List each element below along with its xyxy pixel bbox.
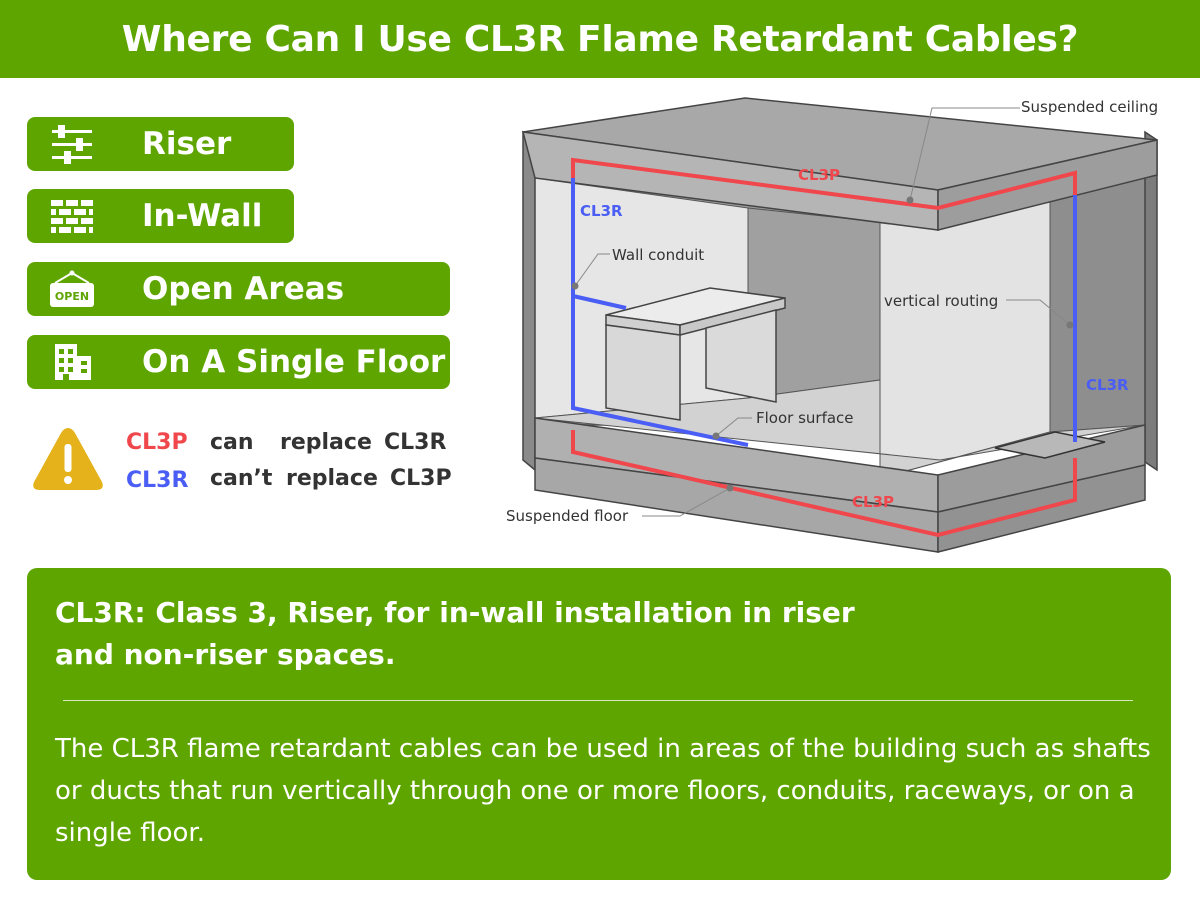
label-suspended-ceiling: Suspended ceiling (1021, 98, 1158, 116)
compat-row2-verb: can’t (210, 466, 273, 491)
building-icon (27, 335, 117, 389)
use-pill-single-floor: On A Single Floor (27, 335, 450, 389)
use-pill-riser: Riser (27, 117, 294, 171)
label-floor-surface: Floor surface (756, 409, 854, 427)
compat-row2-target: CL3P (390, 466, 452, 491)
cl3p-cable-floor (571, 430, 1077, 538)
label-cl3r-right: CL3R (1086, 376, 1129, 394)
warning-icon (30, 424, 106, 498)
use-pill-label: Open Areas (142, 271, 345, 307)
label-cl3p-top: CL3P (798, 166, 840, 184)
compat-row1-target: CL3R (384, 430, 447, 455)
compat-row1-verb: can (210, 430, 254, 455)
floor-hatch (994, 431, 1106, 459)
compat-row1-cable: CL3P (126, 430, 188, 455)
partition-wall (879, 197, 1051, 479)
page-title: Where Can I Use CL3R Flame Retardant Cab… (121, 18, 1079, 60)
use-pill-in-wall: In-Wall (27, 189, 294, 243)
callout-dot-vertical (1066, 321, 1074, 329)
brick-wall-icon (27, 189, 117, 243)
building-diagram: Suspended ceiling Wall conduit vertical … (506, 97, 1158, 553)
use-pill-label: In-Wall (142, 198, 263, 234)
use-pill-open-areas: OPEN Open Areas (27, 262, 450, 316)
info-body: The CL3R flame retardant cables can be u… (55, 734, 1151, 848)
sliders-icon (27, 117, 117, 171)
cl3p-cable-ceiling (571, 157, 1077, 211)
label-wall-conduit: Wall conduit (612, 246, 704, 264)
label-cl3r-left: CL3R (580, 202, 623, 220)
use-pill-label: Riser (142, 126, 232, 162)
label-cl3p-bottom: CL3P (852, 493, 894, 511)
compat-row2-action: replace (286, 466, 378, 491)
callout-dot-floor (712, 432, 720, 440)
info-heading: CL3R: Class 3, Riser, for in-wall instal… (55, 596, 855, 671)
info-divider (63, 700, 1133, 701)
desk (605, 287, 786, 421)
ceiling-front-right (937, 139, 1158, 231)
title-bar: Where Can I Use CL3R Flame Retardant Cab… (0, 0, 1200, 78)
callout-dot-subfloor (726, 484, 734, 492)
compat-row1-action: replace (280, 430, 372, 455)
outer-right-frame (1144, 130, 1158, 472)
outer-left-frame (522, 130, 536, 472)
callout-dot-conduit (571, 282, 579, 290)
label-suspended-floor: Suspended floor (506, 507, 629, 525)
info-box: CL3R: Class 3, Riser, for in-wall instal… (27, 568, 1171, 880)
compat-row2-cable: CL3R (126, 468, 189, 493)
open-sign-text: OPEN (55, 290, 89, 303)
callout-dot-ceiling (906, 196, 914, 204)
open-sign-icon: OPEN (27, 262, 117, 316)
use-pill-label: On A Single Floor (142, 344, 446, 380)
label-vertical-routing: vertical routing (884, 292, 998, 310)
cl3r-cable-branch (572, 294, 627, 310)
cl3r-cable-left (571, 178, 749, 447)
